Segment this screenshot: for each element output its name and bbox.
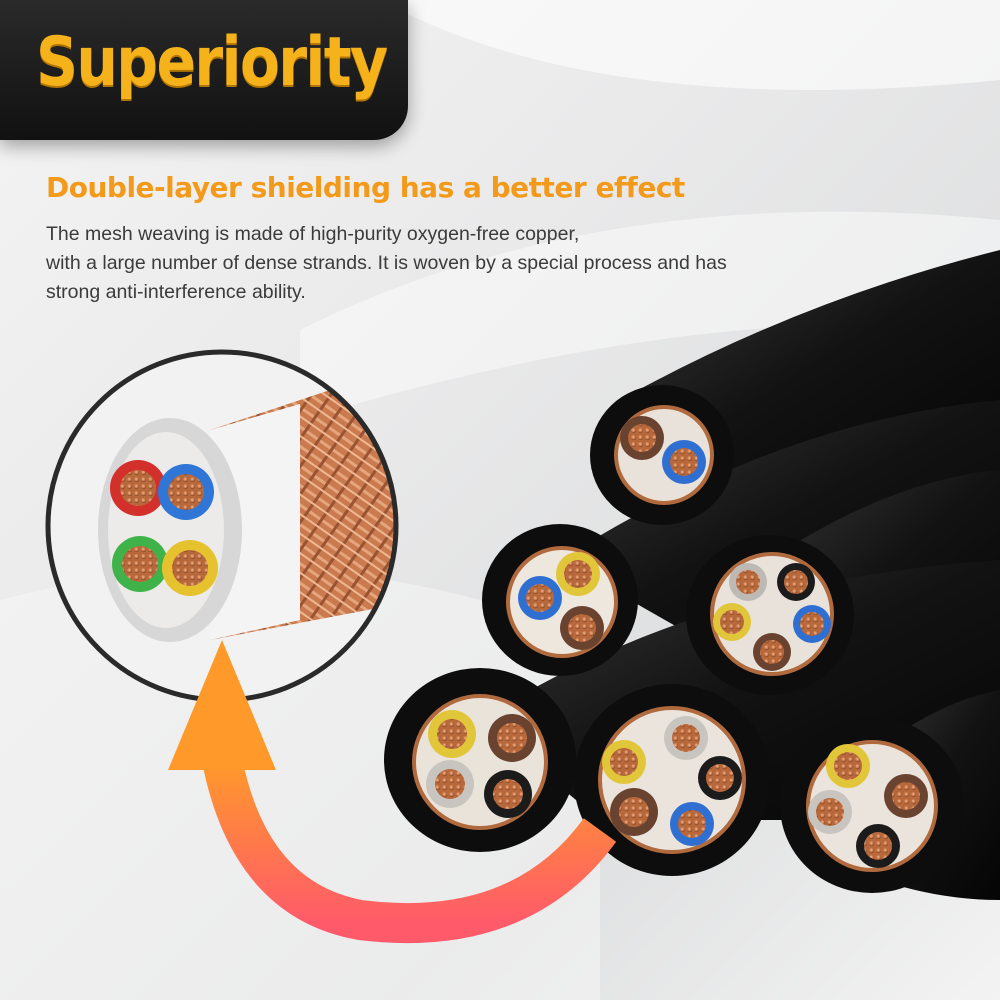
title-badge: Superiority — [0, 0, 408, 140]
feature-heading: Double-layer shielding has a better effe… — [46, 171, 685, 204]
description-line: with a large number of dense strands. It… — [46, 252, 727, 274]
description-line: strong anti-interference ability. — [46, 281, 306, 303]
cable-end-bottom-left — [384, 668, 576, 852]
cable-end-middle-right — [686, 535, 854, 695]
page-title: Superiority — [36, 23, 388, 102]
description-line: The mesh weaving is made of high-purity … — [46, 223, 580, 245]
cable-end-bottom-right — [780, 717, 964, 893]
curved-arrow-icon — [168, 640, 617, 944]
cable-end-top — [590, 385, 734, 525]
cable-end-bottom-center — [574, 684, 770, 876]
feature-description: The mesh weaving is made of high-purity … — [46, 220, 806, 307]
cable-closeup-callout — [45, 349, 399, 703]
cable-end-middle-left — [482, 524, 638, 676]
